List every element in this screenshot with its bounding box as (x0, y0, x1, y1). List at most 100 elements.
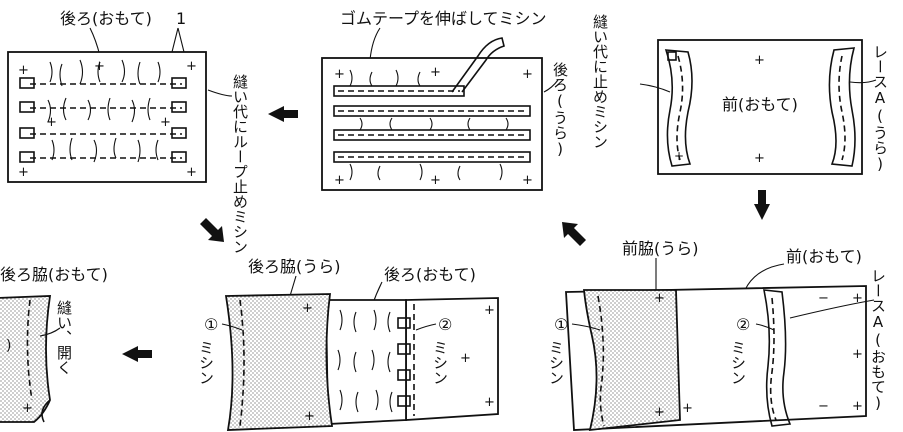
stitch-line (838, 55, 846, 161)
label-loop-number: 1 (176, 9, 186, 28)
loop-tabs (19, 77, 187, 163)
label-seam-stitch: 縫い代に止めミシン (591, 14, 609, 149)
plus-marks: + + + + + + (334, 65, 533, 188)
arrow-up-left-icon (562, 222, 586, 246)
front-side-reverse-fabric (583, 289, 681, 432)
loop-tabs (397, 317, 411, 407)
svg-text:+: + (18, 165, 29, 180)
svg-text:): ) (6, 338, 11, 354)
label-front-side-reverse: 前脇(うら) (622, 239, 699, 258)
svg-text:+: + (852, 291, 863, 306)
stitch-line (26, 299, 33, 401)
svg-text:+: + (94, 59, 105, 74)
label-circle-2: ② (736, 315, 750, 334)
back-gathered-fabric (325, 299, 407, 425)
lace-left (664, 49, 693, 167)
leader-line (789, 299, 875, 319)
svg-text:+: + (302, 301, 313, 316)
stitch-line (769, 297, 777, 421)
front-fabric (657, 39, 863, 175)
leader-line (369, 27, 381, 61)
label-back-side-face: 後ろ脇(おもて) (0, 265, 108, 284)
loop-tab (667, 51, 677, 61)
panel-back-side-finished: 後ろ脇(おもて) ) + 縫い、開く (0, 265, 108, 423)
panel-back-with-loops: 後ろ(おもて) 1 + + + + + + + (7, 9, 249, 254)
svg-text:+: + (754, 53, 765, 68)
panel-elastic-sewing: ゴムテープを伸ばしてミシン + + + + + + 後ろ(うら) (321, 9, 569, 191)
plus-marks: + + + (674, 53, 765, 166)
svg-text:+: + (674, 149, 684, 163)
label-elastic: ゴムテープを伸ばしてミシン (340, 9, 547, 28)
leader-line (415, 323, 437, 331)
back-side-face-fabric (0, 295, 52, 423)
svg-text:+: + (430, 65, 441, 80)
svg-text:+: + (160, 115, 171, 130)
arrow-down-icon (754, 190, 770, 220)
leader-line (849, 79, 877, 84)
elastic-tape (451, 37, 505, 93)
arrow-left-icon (268, 106, 298, 122)
gather-lines (47, 59, 161, 163)
leader-line (221, 323, 243, 331)
elastic-rows (30, 83, 182, 159)
stitch-line (676, 55, 684, 161)
stitch-line (597, 295, 605, 427)
label-lace-back: レースA(うら) (871, 44, 889, 173)
label-lace-face: レースA(おもて) (869, 268, 887, 412)
gather-lines (337, 309, 393, 413)
gather-lines (349, 69, 509, 181)
leader-line (755, 323, 775, 331)
svg-text:+: + (186, 165, 197, 180)
label-mishin-1: ミシン (197, 340, 215, 385)
arrow-left-icon (122, 346, 152, 362)
svg-text:+: + (460, 351, 471, 366)
stitch-line (239, 299, 245, 427)
svg-text:+: + (18, 63, 29, 78)
label-back-face: 後ろ(おもて) (384, 265, 476, 284)
label-circle-2: ② (438, 315, 452, 334)
svg-text:+: + (304, 409, 315, 424)
elastic-bands (333, 85, 531, 163)
svg-text:+: + (46, 115, 57, 130)
svg-text:+: + (430, 173, 441, 188)
lace-face (763, 289, 792, 427)
plus-marks: + + + + + + + (18, 59, 197, 180)
svg-text:+: + (484, 395, 495, 410)
plus-marks: ++ ++ + (302, 301, 495, 424)
label-front-face: 前(おもて) (722, 95, 798, 114)
svg-text:+: + (22, 401, 33, 416)
back-side-reverse-fabric (224, 293, 334, 431)
leader-line (543, 79, 559, 93)
leader-line (289, 275, 297, 297)
label-back-front: 後ろ(おもて) (60, 9, 152, 28)
label-mishin-1: ミシン (547, 340, 565, 385)
leader-line (639, 83, 671, 93)
label-circle-1: ① (204, 315, 218, 334)
label-loop-stitch: 縫い代にループ止めミシン (231, 74, 249, 254)
svg-text:+: + (334, 67, 345, 82)
lace-right (828, 47, 856, 167)
svg-text:+: + (522, 67, 533, 82)
seam-edge (41, 399, 51, 423)
label-back-reverse: 後ろ(うら) (551, 62, 569, 158)
leader-line (39, 327, 61, 337)
svg-text:+: + (852, 399, 863, 414)
back-fabric (7, 51, 207, 183)
arrow-down-right-icon (200, 218, 224, 242)
label-front-face: 前(おもて) (786, 247, 862, 266)
svg-text:+: + (754, 151, 765, 166)
svg-text:+: + (522, 173, 533, 188)
svg-text:+: + (334, 173, 345, 188)
plus-marks: ++ +− ++ −+ (654, 291, 863, 420)
label-mishin-2: ミシン (729, 340, 747, 385)
svg-text:+: + (654, 291, 665, 306)
panel-front-with-lace: 縫い代に止めミシン 前(おもて) + + + レースA(うら) (591, 14, 889, 175)
leader-line (207, 89, 233, 97)
panel-front-side-assembly: 前脇(うら) 前(おもて) ① ミシン ② ミシン ++ +− ++ −+ レー… (547, 239, 887, 432)
label-circle-1: ① (554, 315, 568, 334)
svg-text:+: + (186, 59, 197, 74)
svg-text:−: − (818, 291, 829, 306)
leader-line (571, 323, 601, 331)
svg-text:+: + (682, 401, 693, 416)
